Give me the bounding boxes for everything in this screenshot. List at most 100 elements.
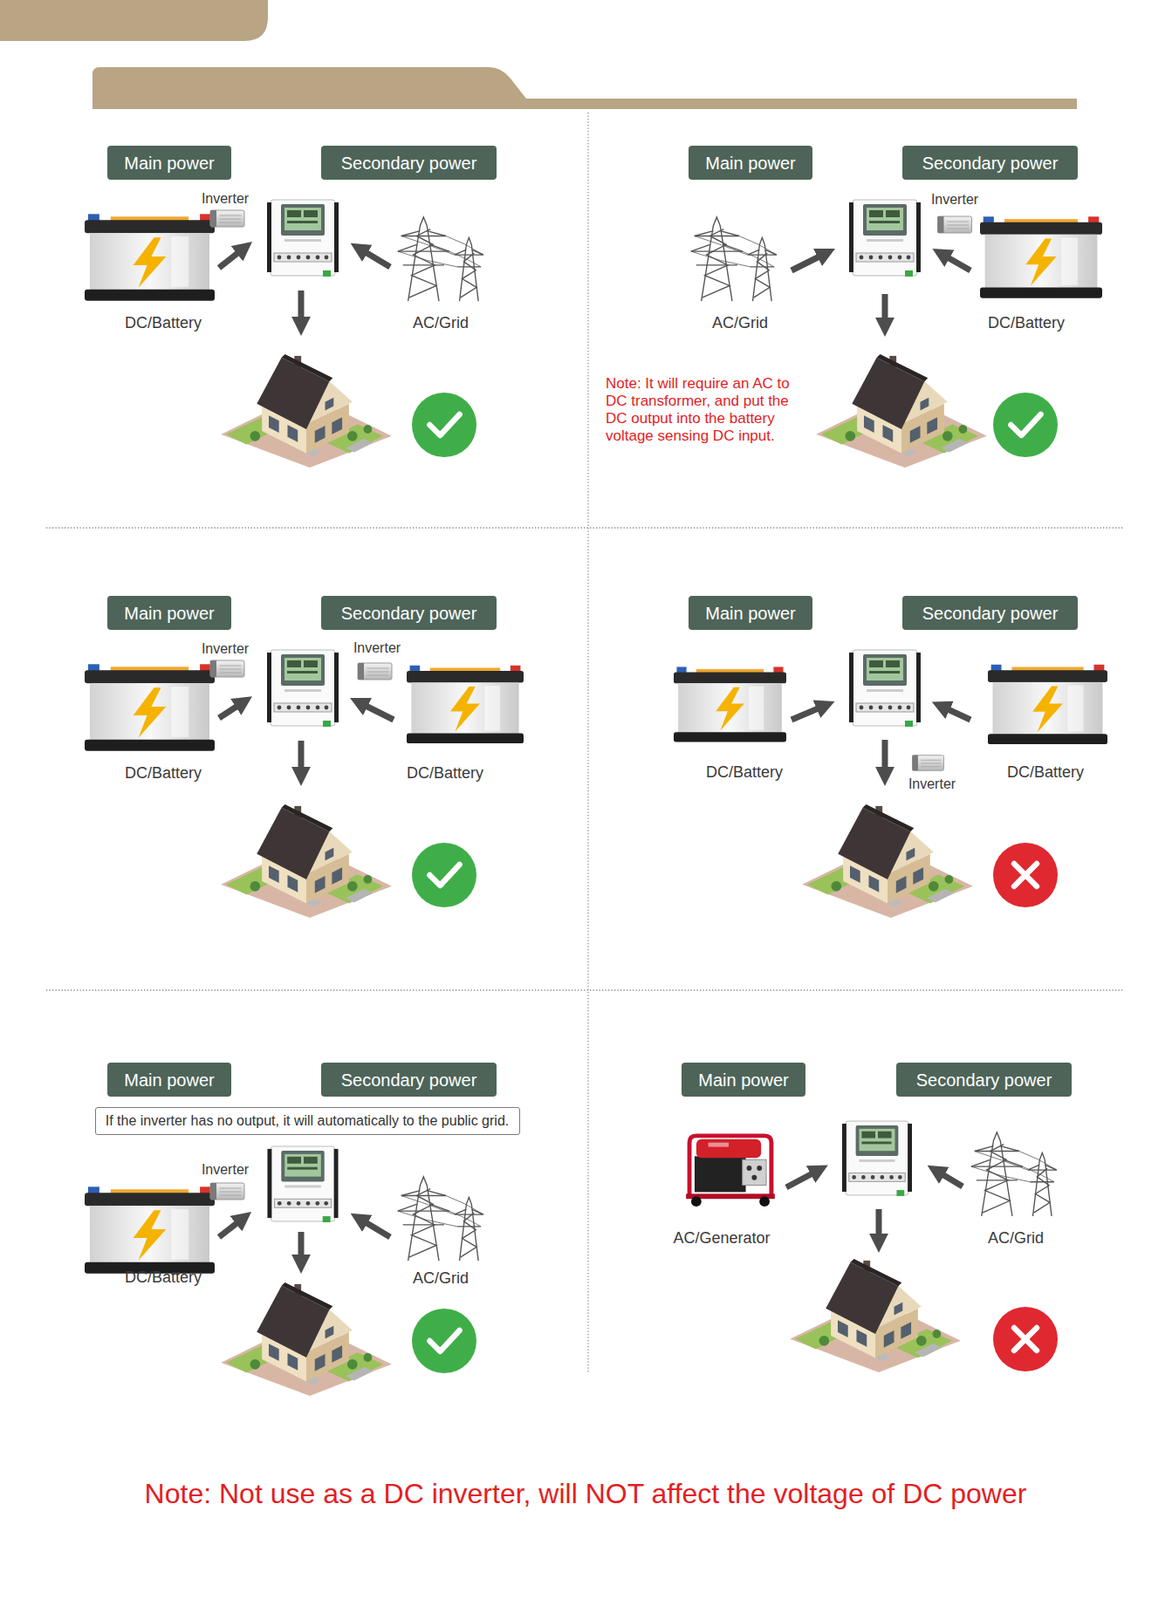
divider-lines xyxy=(46,527,1125,528)
box-text: Secondary power xyxy=(922,603,1059,624)
panel-graphic xyxy=(673,650,1108,919)
power-role-tag: Secondary power xyxy=(321,596,497,631)
power-role-tag: Main power xyxy=(107,145,232,180)
panel-graphic xyxy=(849,650,921,727)
panel-graphic xyxy=(84,1186,215,1274)
box-text: Secondary power xyxy=(341,1069,478,1091)
component-label: Inverter xyxy=(201,640,249,658)
source-label: AC/Grid xyxy=(412,1269,469,1289)
flow-arrow xyxy=(791,707,821,720)
panel-graphic xyxy=(84,664,215,751)
panel-graphic xyxy=(842,1121,912,1197)
power-role-tag: Secondary power xyxy=(902,145,1078,180)
panel-graphic xyxy=(691,199,1103,468)
box-text: Main power xyxy=(123,152,214,174)
panel-graphic xyxy=(406,665,524,744)
flow-arrow xyxy=(298,1232,305,1259)
panel-graphic xyxy=(849,199,921,277)
box-text: Main power xyxy=(123,1069,214,1091)
source-label: AC/Generator xyxy=(672,1229,770,1249)
box-text: Main power xyxy=(698,1069,789,1091)
box-text: Main power xyxy=(123,603,214,624)
component-label: Inverter xyxy=(931,191,979,208)
flow-arrow xyxy=(945,708,971,720)
component-label: Inverter xyxy=(201,190,249,207)
flow-arrow xyxy=(219,1221,240,1238)
panel-graphic xyxy=(267,650,339,727)
footer-note: Note: Not use as a DC inverter, will NOT… xyxy=(144,1477,1028,1511)
component-label: Inverter xyxy=(908,775,956,793)
panel-graphic xyxy=(220,354,392,468)
panel-graphic xyxy=(397,1177,484,1262)
flow-arrow xyxy=(363,251,391,268)
divider-lines xyxy=(46,112,1125,1374)
panel-graphic xyxy=(993,1307,1058,1372)
component-label: Inverter xyxy=(201,1161,249,1179)
panel-graphic xyxy=(911,755,944,772)
power-role-tag: Secondary power xyxy=(896,1062,1072,1097)
flow-arrow xyxy=(882,294,889,322)
divider-lines xyxy=(46,989,1125,991)
flow-arrow xyxy=(363,1221,391,1238)
box-text: Main power xyxy=(705,603,796,624)
power-role-tag: Main power xyxy=(688,145,813,180)
power-role-tag: Main power xyxy=(688,596,813,631)
panel-graphic xyxy=(210,1183,245,1200)
source-label: AC/Grid xyxy=(712,314,768,334)
divider-lines xyxy=(587,112,589,1374)
panel-graphic xyxy=(210,660,245,678)
panel-graphic xyxy=(685,1136,775,1207)
box-text: If the inverter has no output, it will a… xyxy=(105,1112,509,1130)
source-label: DC/Battery xyxy=(406,764,484,784)
flow-arrow xyxy=(882,740,889,771)
panel-graphic xyxy=(691,217,777,302)
panel-graphic xyxy=(267,199,339,277)
source-label: DC/Battery xyxy=(124,764,202,784)
panel-graphic xyxy=(84,199,484,468)
flow-arrow xyxy=(363,705,394,720)
flow-arrow xyxy=(876,1209,883,1238)
panel-graphic xyxy=(84,213,215,301)
flow-arrow xyxy=(791,255,822,271)
panel-graphic xyxy=(84,650,524,919)
power-role-tag: Main power xyxy=(107,1062,232,1097)
panel-graphic xyxy=(993,392,1058,458)
flow-arrow xyxy=(298,290,305,321)
panel-graphic xyxy=(357,663,392,680)
panel-graphic xyxy=(815,354,987,468)
panel-graphic xyxy=(993,843,1058,908)
panel-graphic xyxy=(267,1146,338,1223)
panel-graphic xyxy=(220,804,392,919)
header-band xyxy=(92,67,1077,110)
component-label: Inverter xyxy=(353,639,401,657)
panel-graphic xyxy=(220,1282,392,1397)
panel-graphic xyxy=(210,210,245,227)
panel-graphic xyxy=(801,804,974,919)
flow-arrow xyxy=(945,256,971,271)
info-note-box: If the inverter has no output, it will a… xyxy=(95,1107,521,1136)
panel-graphic xyxy=(397,217,484,302)
flow-arrow xyxy=(786,1172,815,1188)
panel-graphic xyxy=(987,664,1108,745)
flow-arrow xyxy=(219,251,240,268)
box-text: Secondary power xyxy=(916,1069,1053,1091)
box-text: Main power xyxy=(705,152,796,174)
power-role-tag: Main power xyxy=(107,596,232,631)
power-role-tag: Secondary power xyxy=(321,1062,497,1097)
flow-arrow xyxy=(298,740,305,771)
box-text: Secondary power xyxy=(341,603,478,624)
panel-graphic xyxy=(673,666,787,742)
source-label: AC/Grid xyxy=(412,314,469,334)
source-label: AC/Grid xyxy=(987,1229,1044,1249)
source-label: DC/Battery xyxy=(124,1268,202,1289)
flow-arrow xyxy=(940,1173,963,1187)
flow-arrow xyxy=(219,705,240,719)
power-role-tag: Secondary power xyxy=(902,596,1078,631)
panel-graphic xyxy=(971,1132,1057,1217)
source-label: DC/Battery xyxy=(987,314,1065,334)
panel-graphic xyxy=(980,216,1103,298)
panel-graphic xyxy=(789,1259,961,1373)
source-label: DC/Battery xyxy=(1007,763,1084,783)
box-text: Secondary power xyxy=(341,152,478,174)
